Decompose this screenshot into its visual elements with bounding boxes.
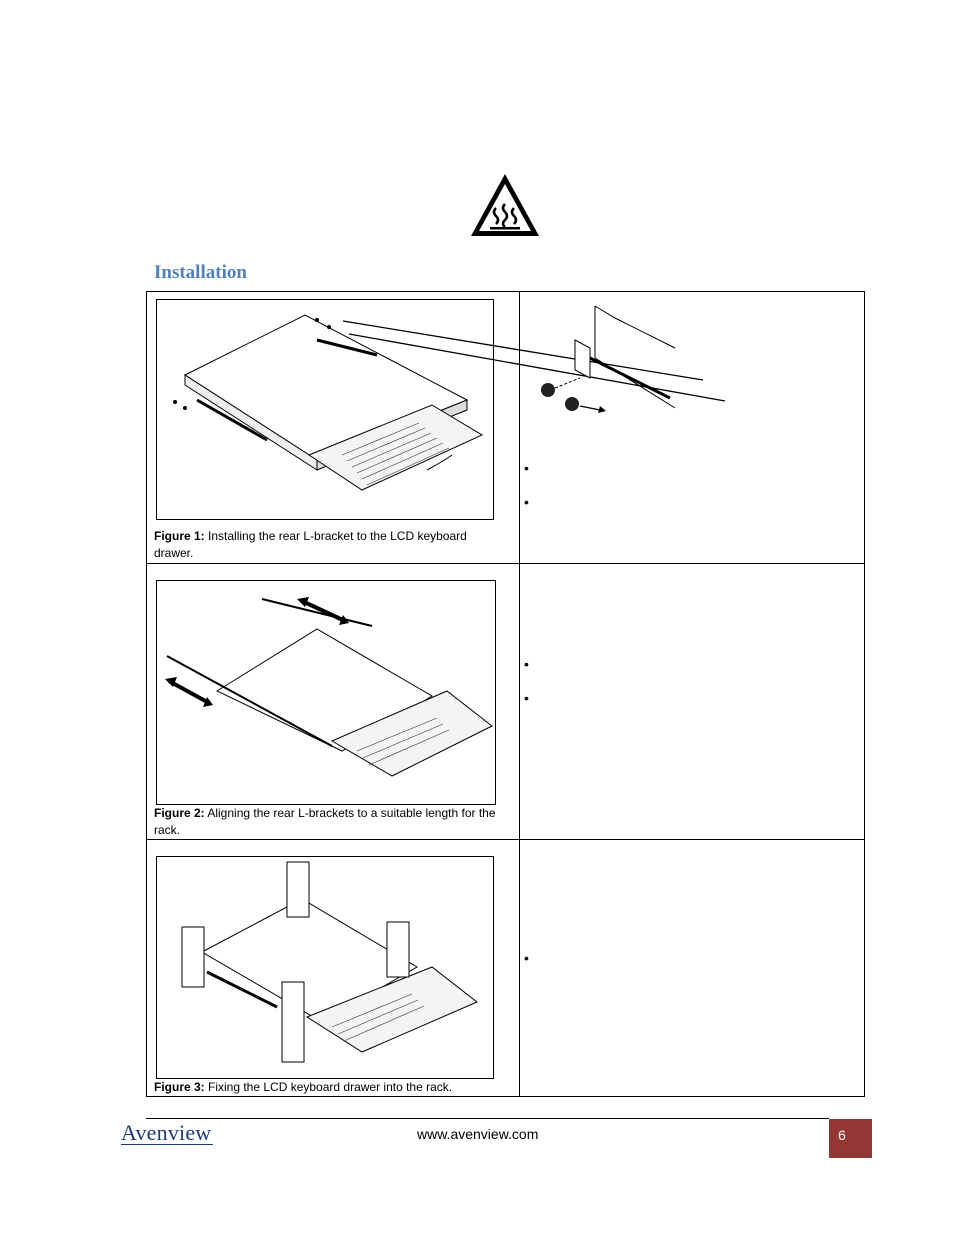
figure-2-image — [156, 580, 496, 805]
figure-1-image — [156, 299, 494, 520]
instruction-cell: • • — [519, 563, 865, 840]
step-row: Figure 2: Aligning the rear L-brackets t… — [146, 563, 865, 840]
bullet: • — [524, 494, 529, 510]
figure-caption: Figure 2: Aligning the rear L-brackets t… — [154, 805, 506, 839]
bullet: • — [524, 656, 529, 672]
figure-caption: Figure 1: Installing the rear L-bracket … — [154, 528, 506, 562]
footer-divider — [146, 1118, 829, 1119]
figure-caption-text: Installing the rear L-bracket to the LCD… — [154, 529, 467, 560]
figure-cell: Figure 3: Fixing the LCD keyboard drawer… — [146, 839, 520, 1097]
avenview-logo: Avenview — [121, 1120, 212, 1145]
page-number: 6 — [838, 1127, 846, 1143]
figure-caption: Figure 3: Fixing the LCD keyboard drawer… — [154, 1079, 506, 1096]
figure-label: Figure 3: — [154, 1080, 205, 1094]
step-row: Figure 1: Installing the rear L-bracket … — [146, 291, 865, 564]
instruction-cell: • — [519, 839, 865, 1097]
step-row: Figure 3: Fixing the LCD keyboard drawer… — [146, 839, 865, 1097]
section-title: Installation — [154, 262, 247, 283]
figure-3-image — [156, 856, 494, 1079]
pointer-lines — [342, 320, 726, 402]
rack-illustration — [181, 861, 478, 1063]
figure-label: Figure 2: — [154, 806, 205, 820]
bullet: • — [524, 950, 529, 966]
drawer-illustration — [165, 597, 493, 777]
drawer-illustration — [173, 314, 484, 491]
figure-cell: Figure 2: Aligning the rear L-brackets t… — [146, 563, 520, 840]
bullet: • — [524, 690, 529, 706]
figure-caption-text: Aligning the rear L-brackets to a suitab… — [154, 806, 496, 837]
page-number-box: 6 — [829, 1119, 872, 1158]
bracket-detail-illustration — [541, 305, 676, 413]
figure-label: Figure 1: — [154, 529, 205, 543]
bullet: • — [524, 460, 529, 476]
figure-cell: Figure 1: Installing the rear L-bracket … — [146, 291, 726, 564]
instruction-cell: • • — [519, 291, 865, 564]
footer-website: www.avenview.com — [417, 1126, 539, 1142]
figure-caption-text: Fixing the LCD keyboard drawer into the … — [204, 1080, 453, 1094]
logo-underline — [121, 1144, 213, 1145]
installation-steps-table: Figure 1: Installing the rear L-bracket … — [146, 291, 865, 1097]
hot-surface-warning-icon — [468, 168, 542, 242]
